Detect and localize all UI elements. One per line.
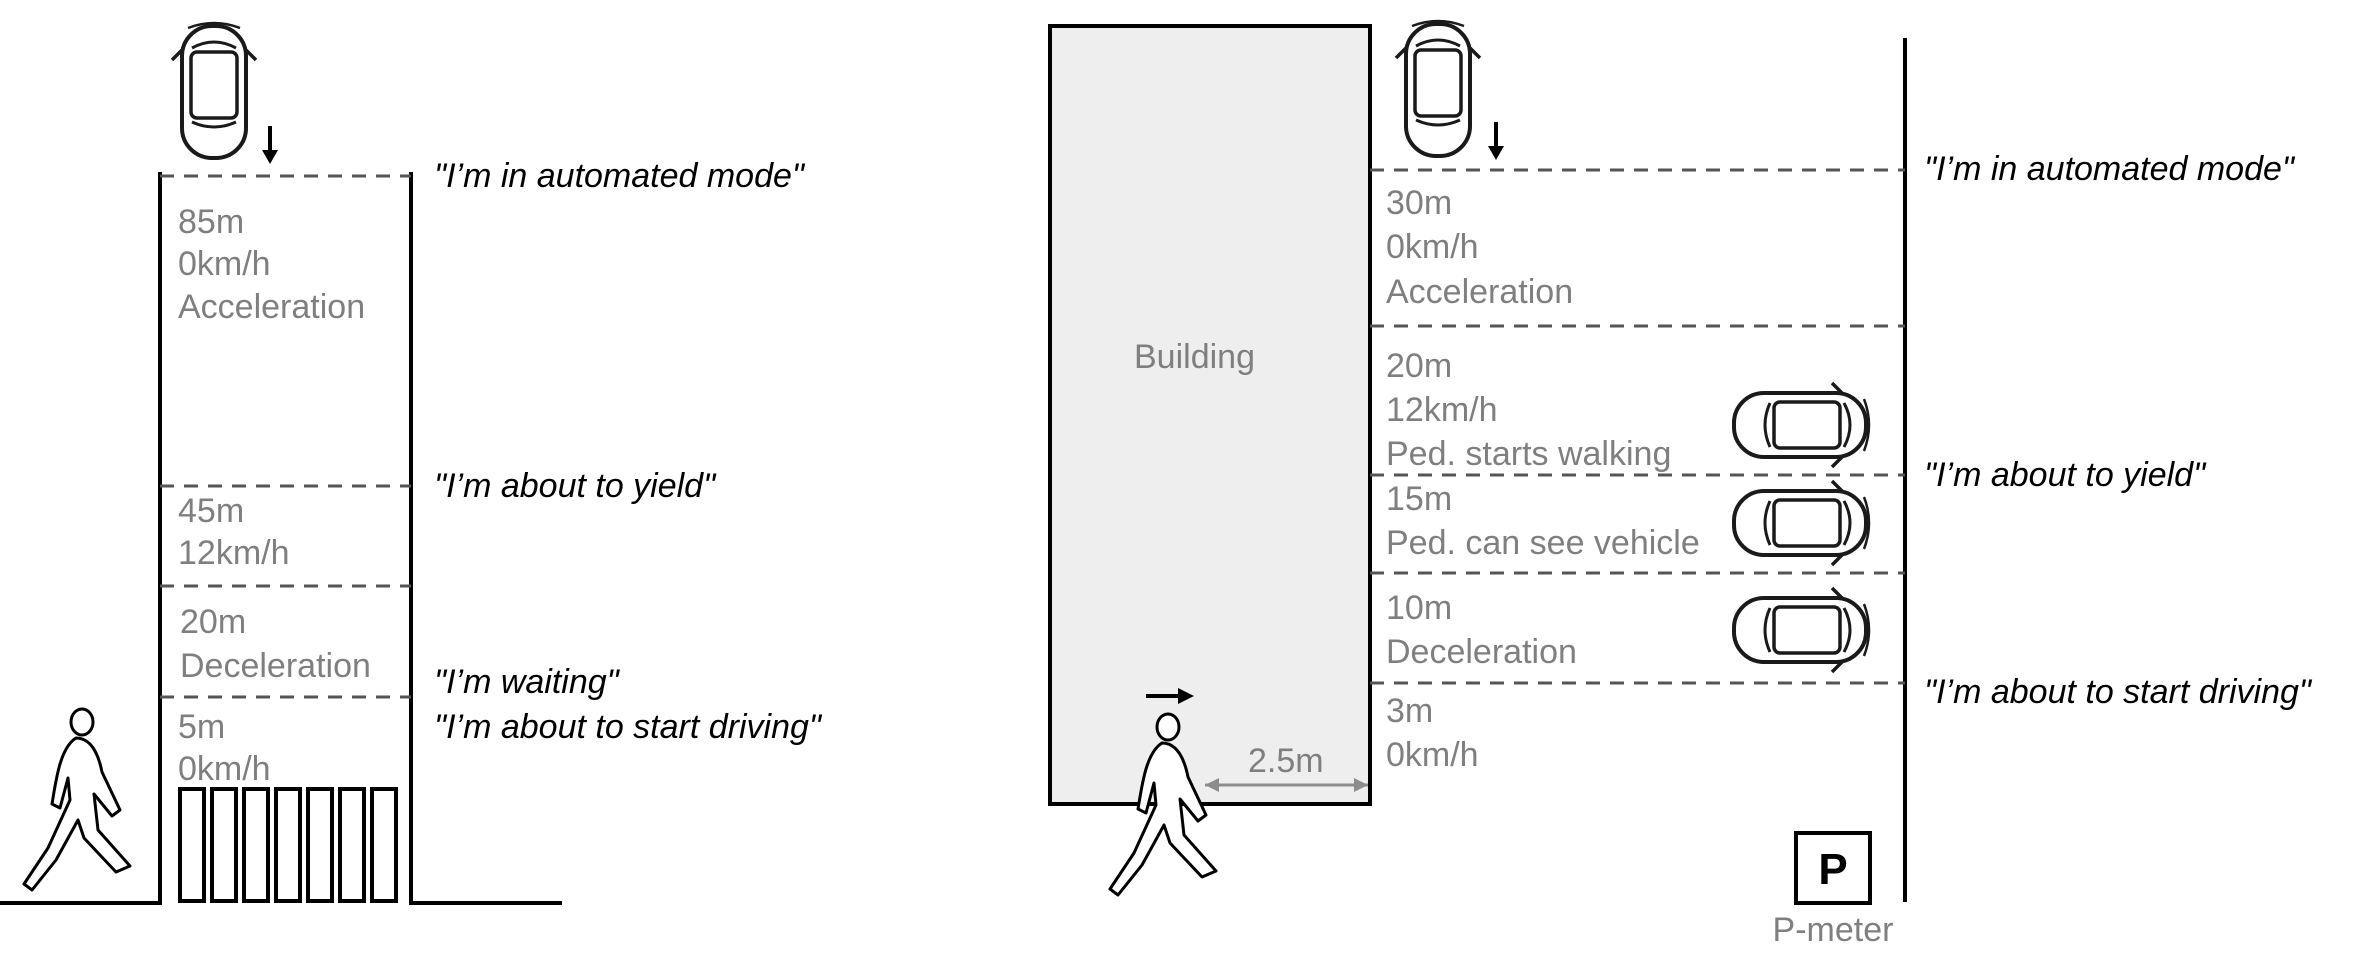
zone-phase: Ped. can see vehicle bbox=[1386, 524, 1700, 562]
zone-phase: Acceleration bbox=[178, 288, 365, 326]
zone-distance: 15m bbox=[1386, 480, 1452, 518]
message-automated-mode: "I’m in automated mode" bbox=[434, 157, 806, 195]
zone-speed: 0km/h bbox=[178, 245, 271, 283]
parking-sign-icon bbox=[1794, 831, 1872, 905]
message-start-driving: "I’m about to start driving" bbox=[434, 708, 823, 746]
zone-distance: 30m bbox=[1386, 184, 1452, 222]
parking-sign-letter: P bbox=[1818, 845, 1847, 894]
zone-distance: 85m bbox=[178, 203, 244, 241]
parked-car-icon bbox=[1732, 586, 1871, 674]
zone-distance: 5m bbox=[178, 708, 225, 746]
car-top-view-icon bbox=[1394, 19, 1482, 158]
zone-speed: 0km/h bbox=[1386, 228, 1479, 266]
zone-speed: 12km/h bbox=[178, 534, 290, 572]
pedestrian-walking-icon bbox=[22, 707, 132, 892]
message-about-to-yield: "I’m about to yield" bbox=[1924, 456, 2207, 494]
walking-direction-arrow-icon bbox=[1146, 688, 1194, 704]
parking-meter-label: P-meter bbox=[1773, 911, 1894, 949]
zone-distance: 20m bbox=[180, 603, 246, 641]
parked-car-icon bbox=[1732, 381, 1871, 469]
direction-arrow-icon bbox=[1488, 122, 1504, 160]
zone-distance: 45m bbox=[178, 492, 244, 530]
message-about-to-yield: "I’m about to yield" bbox=[434, 467, 717, 505]
zone-distance: 20m bbox=[1386, 347, 1452, 385]
zone-phase: Deceleration bbox=[1386, 633, 1577, 671]
zone-distance: 10m bbox=[1386, 589, 1452, 627]
building-label: Building bbox=[1134, 338, 1255, 376]
car-top-view-icon bbox=[170, 21, 258, 160]
zone-phase: Ped. starts walking bbox=[1386, 435, 1671, 473]
message-waiting: "I’m waiting" bbox=[434, 663, 621, 701]
zone-phase: Acceleration bbox=[1386, 273, 1573, 311]
zone-speed: 0km/h bbox=[178, 750, 271, 788]
crosswalk bbox=[178, 787, 398, 903]
right-scenario: Building 2.5m 30m 0km/h Acceleration 2 bbox=[1048, 19, 2313, 949]
gap-label: 2.5m bbox=[1248, 742, 1324, 780]
zone-phase: Deceleration bbox=[180, 647, 371, 685]
gap-dimension bbox=[1205, 778, 1368, 792]
parked-car-icon bbox=[1732, 479, 1871, 567]
direction-arrow-icon bbox=[262, 126, 278, 164]
left-scenario: 85m 0km/h Acceleration 45m 12km/h 20m De… bbox=[0, 21, 823, 905]
zone-distance: 3m bbox=[1386, 692, 1433, 730]
message-start-driving: "I’m about to start driving" bbox=[1924, 673, 2313, 711]
message-automated-mode: "I’m in automated mode" bbox=[1924, 150, 2296, 188]
building bbox=[1048, 24, 1372, 806]
zone-speed: 12km/h bbox=[1386, 391, 1498, 429]
zone-speed: 0km/h bbox=[1386, 736, 1479, 774]
